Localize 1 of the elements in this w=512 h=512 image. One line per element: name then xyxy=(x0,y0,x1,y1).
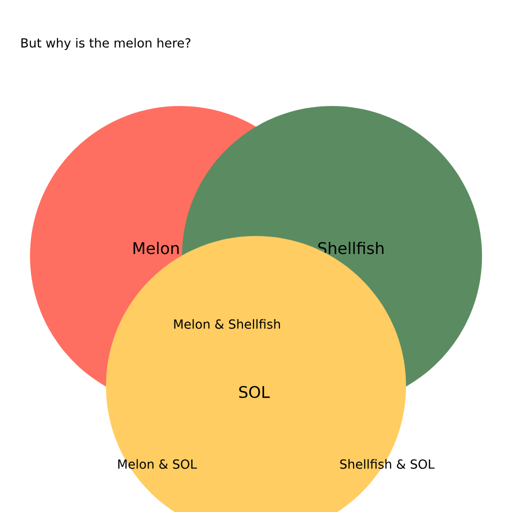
title: But why is the melon here? xyxy=(21,38,190,50)
